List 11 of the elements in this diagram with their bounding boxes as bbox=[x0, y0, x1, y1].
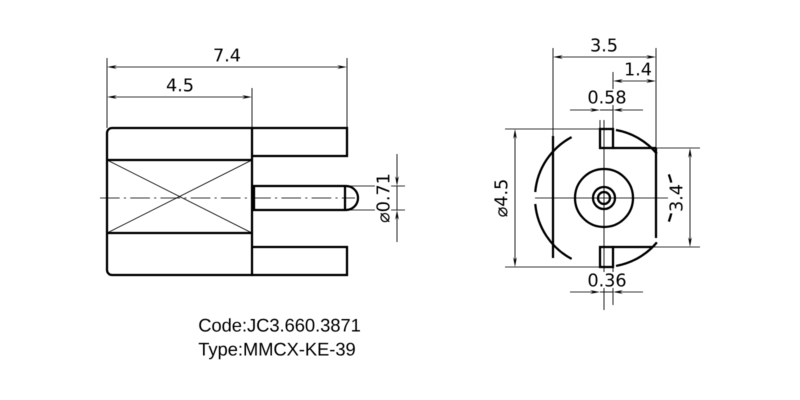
dimension-label: 4.5 bbox=[164, 77, 196, 93]
code-text: Type:MMCX-KE-39 bbox=[198, 342, 355, 360]
dimension-label: 3.5 bbox=[588, 36, 620, 54]
code-text: Code:JC3.660.3871 bbox=[199, 318, 360, 332]
dimension-label: 7.4 bbox=[212, 47, 242, 63]
dimension-label: ⌀4.5 bbox=[493, 177, 509, 219]
dimension-label: 0.58 bbox=[586, 88, 628, 106]
dimension-label: 0.36 bbox=[586, 272, 628, 288]
dimension-label: ⌀0.71 bbox=[374, 172, 392, 224]
dimension-label: 1.4 bbox=[622, 61, 654, 77]
dimension-label: 3.4 bbox=[668, 182, 684, 214]
